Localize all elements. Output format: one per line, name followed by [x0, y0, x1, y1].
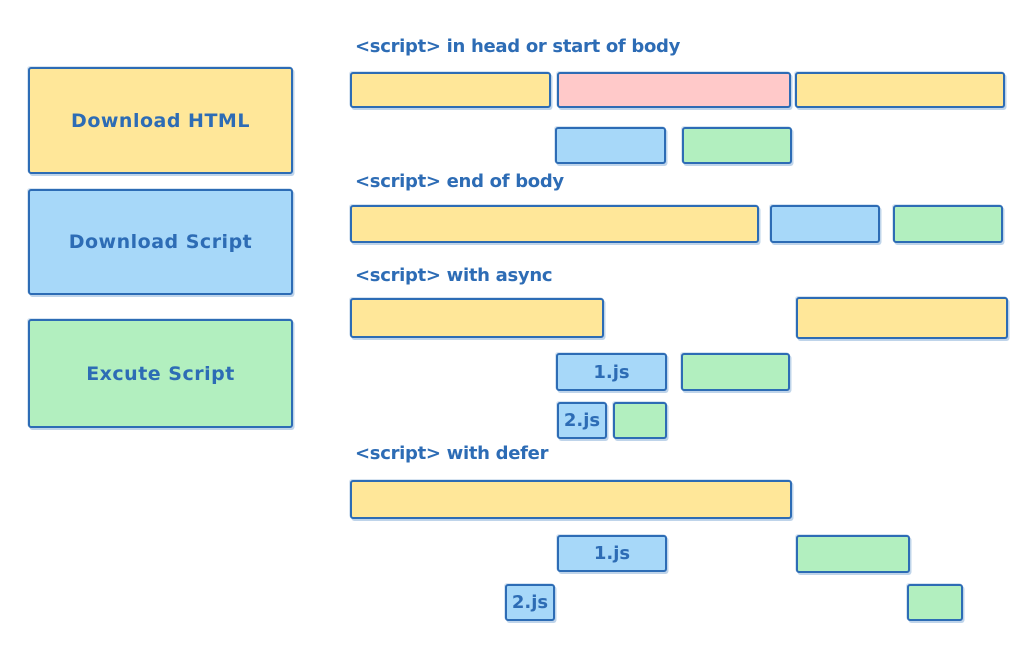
section-title-end-of-body: <script> end of body	[355, 171, 564, 192]
download-html-bar	[796, 297, 1008, 339]
execute-script-bar	[907, 584, 963, 621]
legend-download-html: Download HTML	[28, 67, 293, 174]
section-title-head-or-start-of-body: <script> in head or start of body	[355, 36, 681, 57]
execute-script-bar	[613, 402, 667, 439]
execute-script-bar	[681, 353, 790, 391]
html-blocked-bar	[557, 72, 791, 108]
download-script-bar	[555, 127, 666, 164]
execute-script-bar	[796, 535, 910, 573]
download-html-bar	[795, 72, 1005, 108]
execute-script-bar	[682, 127, 792, 164]
execute-script-bar	[893, 205, 1003, 243]
section-title-with-defer: <script> with defer	[355, 443, 549, 464]
download-script-bar	[770, 205, 880, 243]
section-title-with-async: <script> with async	[355, 265, 553, 286]
download-script-bar: 1.js	[557, 535, 667, 572]
download-script-bar: 2.js	[505, 584, 555, 621]
download-html-bar	[350, 480, 792, 519]
download-html-bar	[350, 205, 759, 243]
download-script-bar: 1.js	[556, 353, 667, 391]
legend-download-script: Download Script	[28, 189, 293, 295]
download-html-bar	[350, 72, 551, 108]
download-html-bar	[350, 298, 604, 338]
download-script-bar: 2.js	[557, 402, 607, 439]
legend-execute-script: Excute Script	[28, 319, 293, 428]
